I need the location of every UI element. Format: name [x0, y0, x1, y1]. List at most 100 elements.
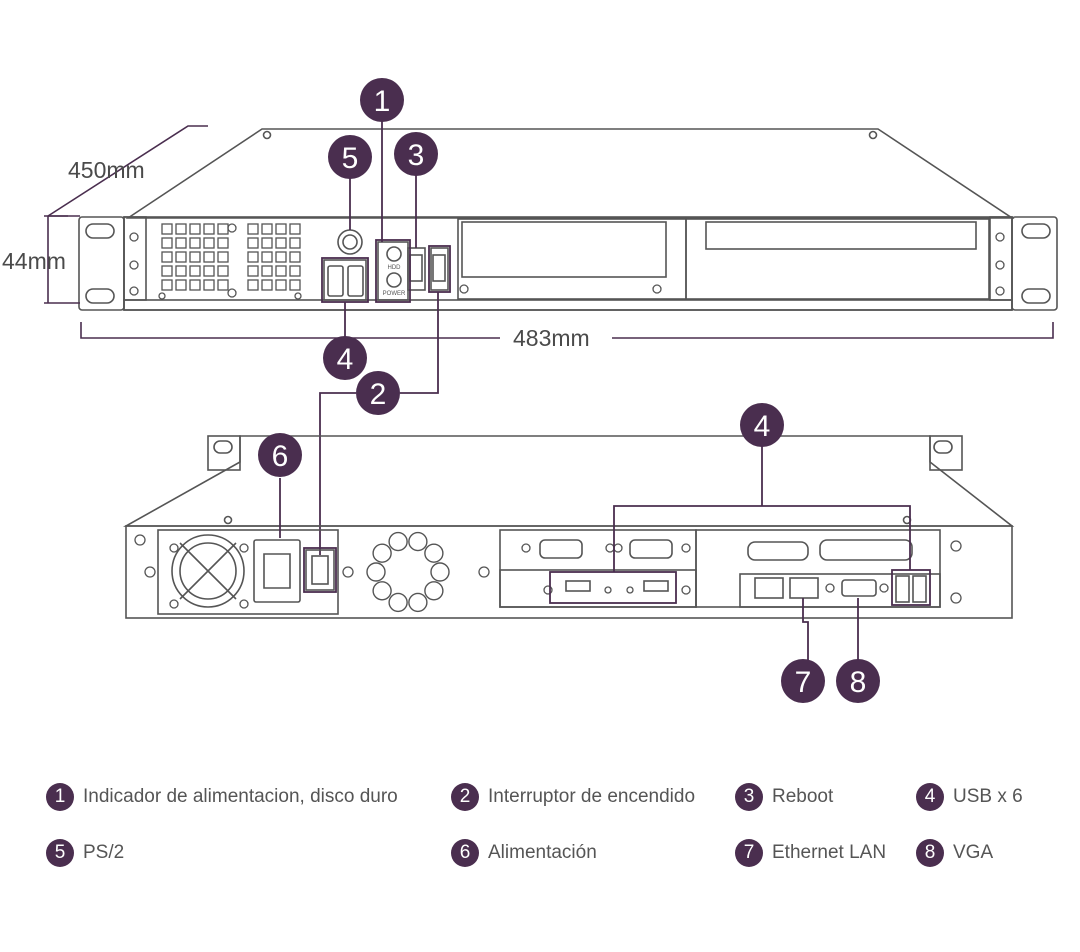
rear-fan-vent	[366, 531, 450, 613]
hdd-label: HDD	[388, 265, 402, 271]
svg-text:6: 6	[272, 440, 289, 473]
legend-item-3: 3 Reboot	[735, 783, 833, 811]
badge-front-2: 2	[356, 371, 400, 415]
legend-label: USB x 6	[953, 786, 1023, 807]
badge-rear-7: 7	[781, 659, 825, 703]
badge-rear-8: 8	[836, 659, 880, 703]
vent-slot	[203, 223, 215, 235]
legend-number: 2	[451, 783, 479, 811]
vent-slot	[261, 223, 273, 235]
vent-slot	[161, 251, 173, 263]
vent-slot	[175, 279, 187, 291]
fan-hole	[430, 562, 450, 582]
badge-front-1: 1	[360, 78, 404, 122]
vent-slot	[289, 223, 301, 235]
vent-slot	[189, 251, 201, 263]
vent-slot	[175, 237, 187, 249]
vent-slot	[217, 251, 229, 263]
vent-slot	[175, 223, 187, 235]
legend-item-8: 8 VGA	[916, 839, 993, 867]
front-callouts	[319, 118, 451, 555]
fan-hole	[372, 581, 392, 601]
legend-label: Indicador de alimentacion, disco duro	[83, 786, 398, 807]
vent-slot	[189, 279, 201, 291]
vent-slot	[275, 223, 287, 235]
vent-slot	[261, 265, 273, 277]
legend-number: 1	[46, 783, 74, 811]
vent-slot	[289, 251, 301, 263]
fan-hole	[366, 562, 386, 582]
vent-slot	[217, 223, 229, 235]
vent-slot	[203, 279, 215, 291]
svg-text:8: 8	[850, 666, 867, 699]
front-chassis	[78, 128, 1058, 311]
front-badges: 1 5 3 4 2	[323, 78, 438, 415]
vent-slot	[261, 279, 273, 291]
legend-number: 4	[916, 783, 944, 811]
depth-dimension: 450mm	[68, 157, 145, 183]
fan-hole	[388, 531, 408, 552]
legend-label: Alimentación	[488, 842, 597, 863]
vent-slot	[203, 251, 215, 263]
fan-hole	[372, 543, 392, 563]
width-dimension: 483mm	[513, 325, 590, 351]
legend-item-4: 4 USB x 6	[916, 783, 1023, 811]
vent-slot	[175, 251, 187, 263]
vent-slot	[217, 237, 229, 249]
svg-text:3: 3	[408, 139, 425, 172]
vent-slot	[247, 223, 259, 235]
legend-label: Reboot	[772, 786, 834, 807]
fan-hole	[408, 592, 428, 613]
legend-item-7: 7 Ethernet LAN	[735, 839, 886, 867]
rear-badges: 6 4 7 8	[258, 403, 880, 703]
vent-slot	[217, 279, 229, 291]
svg-text:4: 4	[337, 343, 354, 376]
legend-number: 8	[916, 839, 944, 867]
vent-slot	[261, 251, 273, 263]
vent-slot	[275, 279, 287, 291]
legend-number: 3	[735, 783, 763, 811]
legend-item-1: 1 Indicador de alimentacion, disco duro	[46, 783, 398, 811]
height-dimension: 44mm	[2, 248, 66, 274]
vent-slot	[161, 279, 173, 291]
vent-slot	[175, 265, 187, 277]
svg-text:7: 7	[795, 666, 812, 699]
badge-rear-6: 6	[258, 433, 302, 477]
vent-slot	[161, 237, 173, 249]
badge-front-4: 4	[323, 336, 367, 380]
legend-item-6: 6 Alimentación	[451, 839, 597, 867]
badge-rear-4: 4	[740, 403, 784, 447]
front-screws	[129, 223, 1005, 300]
vent-slot	[261, 237, 273, 249]
fan-hole	[408, 531, 428, 552]
vent-slot	[217, 265, 229, 277]
fan-hole	[424, 543, 444, 563]
svg-text:5: 5	[342, 142, 359, 175]
legend-label: Interruptor de encendido	[488, 786, 696, 807]
vent-slot	[275, 251, 287, 263]
legend-label: Ethernet LAN	[772, 842, 887, 863]
vent-slot	[247, 237, 259, 249]
fan-hole	[424, 581, 444, 601]
vent-slot	[289, 265, 301, 277]
vent-slot	[247, 265, 259, 277]
rear-screws	[134, 534, 962, 609]
vent-slot	[161, 223, 173, 235]
legend-label: VGA	[953, 842, 994, 863]
vent-slot	[189, 223, 201, 235]
legend-item-2: 2 Interruptor de encendido	[451, 783, 695, 811]
power-label: POWER	[383, 291, 406, 297]
vent-slot	[275, 265, 287, 277]
legend-number: 5	[46, 839, 74, 867]
legend-label: PS/2	[83, 842, 125, 863]
legend-number: 7	[735, 839, 763, 867]
front-vent-grid	[161, 223, 301, 291]
badge-front-5: 5	[328, 135, 372, 179]
svg-text:2: 2	[370, 378, 387, 411]
vent-slot	[275, 237, 287, 249]
vent-slot	[161, 265, 173, 277]
vent-slot	[203, 265, 215, 277]
vent-slot	[247, 279, 259, 291]
vent-slot	[289, 237, 301, 249]
